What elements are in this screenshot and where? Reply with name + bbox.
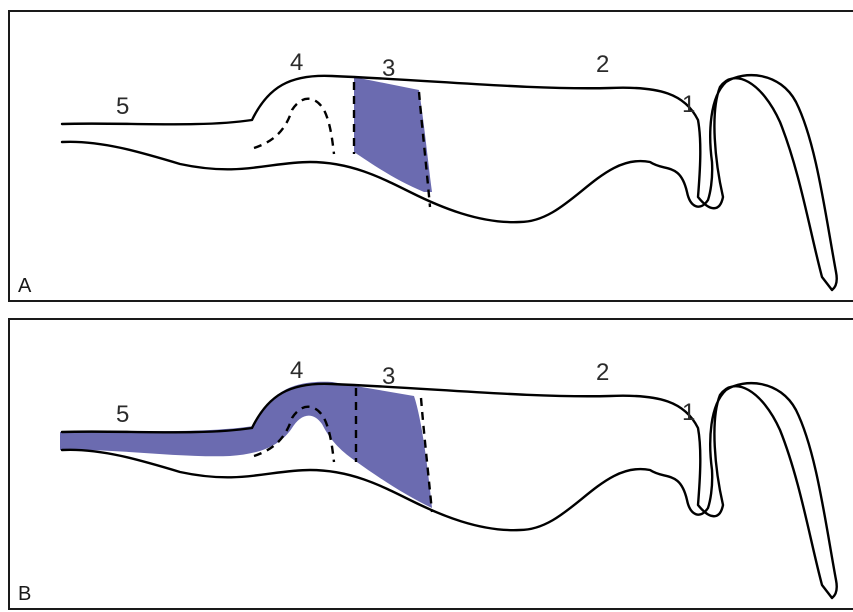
panel-a: 5 4 3 2 1 A bbox=[8, 10, 853, 302]
diagram-b: 5 4 3 2 1 bbox=[10, 320, 853, 612]
label-3: 3 bbox=[382, 363, 395, 390]
tube-outline bbox=[62, 75, 837, 290]
label-4: 4 bbox=[290, 357, 303, 384]
label-1: 1 bbox=[682, 399, 695, 426]
diagram-a: 5 4 3 2 1 bbox=[10, 12, 853, 304]
panel-letter-a: A bbox=[18, 275, 31, 298]
label-2: 2 bbox=[596, 359, 609, 386]
label-5: 5 bbox=[116, 401, 129, 428]
label-5: 5 bbox=[116, 93, 129, 120]
tube-outline bbox=[62, 383, 837, 598]
label-3: 3 bbox=[382, 55, 395, 82]
label-2: 2 bbox=[596, 51, 609, 78]
label-1: 1 bbox=[682, 91, 695, 118]
dashed-line-4 bbox=[254, 99, 334, 154]
label-4: 4 bbox=[290, 49, 303, 76]
panel-b: 5 4 3 2 1 B bbox=[8, 318, 853, 610]
panel-letter-b: B bbox=[18, 583, 31, 606]
